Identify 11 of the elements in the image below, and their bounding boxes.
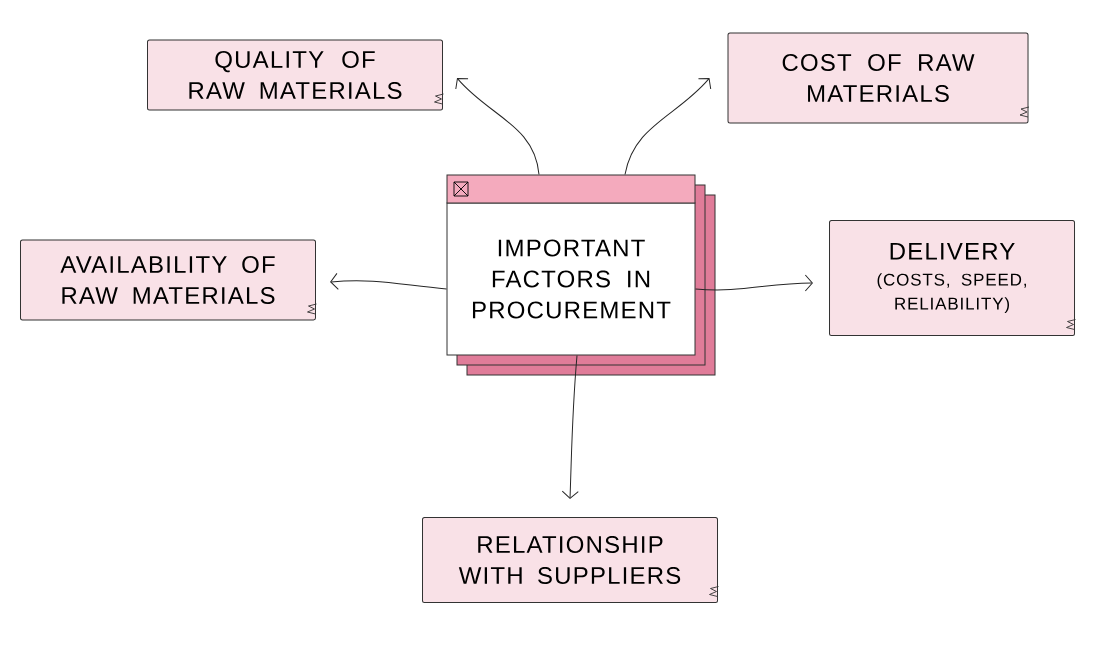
torn-label-box: RELATIONSHIP WITH SUPPLIERS	[422, 517, 719, 603]
arrow	[695, 274, 813, 292]
torn-label-box: QUALITY OF RAW MATERIALS	[147, 39, 444, 111]
window-box: IMPORTANT FACTORS IN PROCUREMENT	[446, 202, 696, 356]
arrow	[561, 355, 579, 499]
torn-label-box: AVAILABILITY OF RAW MATERIALS	[20, 239, 317, 321]
arrow	[624, 78, 712, 175]
arrow	[330, 272, 447, 290]
torn-label-box: COST OF RAW MATERIALS	[727, 32, 1030, 124]
arrow	[455, 78, 540, 175]
torn-label-box: DELIVERY (COSTS, SPEED, RELIABILITY)	[829, 220, 1076, 336]
